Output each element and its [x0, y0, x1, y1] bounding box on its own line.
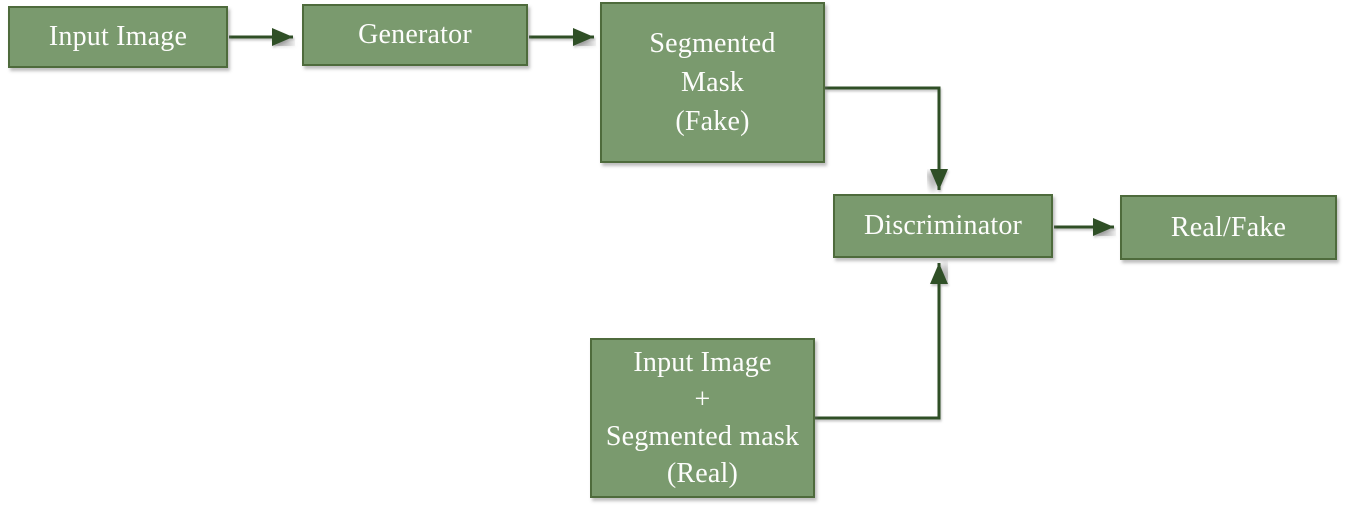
node-segmented-mask-fake-line3: (Fake) — [675, 106, 750, 137]
node-segmented-mask-fake-line1: Segmented — [649, 28, 776, 59]
node-segmented-mask-fake: Segmented Mask (Fake) — [600, 2, 825, 163]
node-discriminator-label: Discriminator — [863, 210, 1023, 241]
node-generator: Generator — [302, 4, 528, 66]
node-real-pair-line4: (Real) — [666, 458, 739, 489]
node-real-fake: Real/Fake — [1120, 195, 1337, 260]
node-real-fake-label: Real/Fake — [1170, 211, 1287, 243]
node-real-pair-line3: Segmented mask — [605, 421, 800, 452]
node-generator-label: Generator — [358, 19, 472, 50]
node-discriminator: Discriminator — [833, 194, 1053, 258]
node-input-image: Input Image — [8, 6, 228, 68]
arrow-real-pair-to-discriminator — [815, 263, 948, 420]
node-real-pair-line2: + — [694, 384, 711, 415]
node-input-image-label: Input Image — [48, 21, 188, 52]
arrow-segmented-mask-to-discriminator — [825, 86, 948, 190]
node-segmented-mask-fake-line2: Mask — [680, 67, 745, 98]
node-real-pair: Input Image + Segmented mask (Real) — [590, 338, 815, 498]
node-real-pair-line1: Input Image — [633, 347, 772, 378]
